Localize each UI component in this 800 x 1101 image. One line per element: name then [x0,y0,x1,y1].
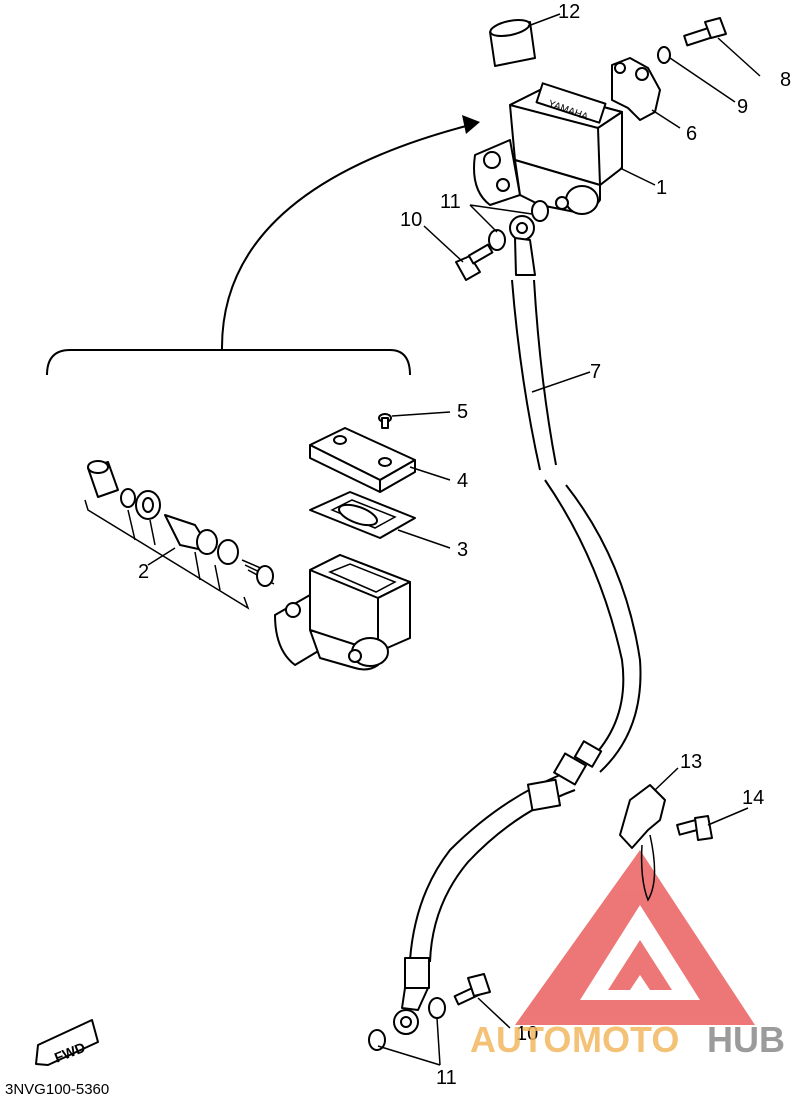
callout-12: 12 [558,1,580,23]
detail-bracket [46,115,480,376]
reservoir-cover [309,427,416,493]
watermark-triangle [515,850,755,1025]
master-cylinder-body [274,554,411,671]
watermark-hub: HUB [707,1019,785,1060]
diagram-code: 3NVG100-5360 [5,1081,109,1098]
washer-9 [657,46,671,64]
callout-11-bottom: 11 [436,1067,457,1089]
piston-kit [84,460,275,610]
washer-11d [368,1029,386,1051]
bolt-8 [683,17,727,47]
holder-part [611,57,661,121]
callout-13: 13 [680,751,702,773]
watermark-text: AUTO MOTO HUB [470,1019,785,1060]
callout-8: 8 [780,69,791,91]
union-bolt-bottom [453,973,491,1006]
callout-3: 3 [457,539,468,561]
screw-5 [378,413,392,429]
callout-7: 7 [590,361,601,383]
watermark-logo [515,850,755,1025]
washer-11a [488,229,506,251]
washer-11c [428,997,446,1019]
union-bolt-top [455,243,494,281]
diaphragm [309,491,416,539]
callout-4: 4 [457,470,468,492]
washer-11b [531,200,549,222]
callout-9: 9 [737,96,748,118]
callout-5: 5 [457,401,468,423]
callout-2: 2 [138,561,149,583]
callout-6: 6 [686,123,697,145]
callout-labels: 1 2 3 4 5 6 7 8 9 10 11 12 13 14 10 11 [138,1,791,1089]
callout-1: 1 [656,177,667,199]
brake-hose [393,215,642,1035]
boot-part [489,18,536,67]
master-cylinder-assembly: YAMAHA [473,82,623,215]
callout-11: 11 [440,191,461,213]
watermark-auto: AUTO [470,1019,571,1060]
forward-arrow: FWD [35,1019,99,1066]
callout-10-bottom: 10 [516,1023,538,1045]
callout-10: 10 [400,209,422,231]
callout-14: 14 [742,787,764,809]
hose-guide [619,784,713,902]
watermark-moto: MOTO [572,1019,679,1060]
leader-lines [147,13,761,1066]
